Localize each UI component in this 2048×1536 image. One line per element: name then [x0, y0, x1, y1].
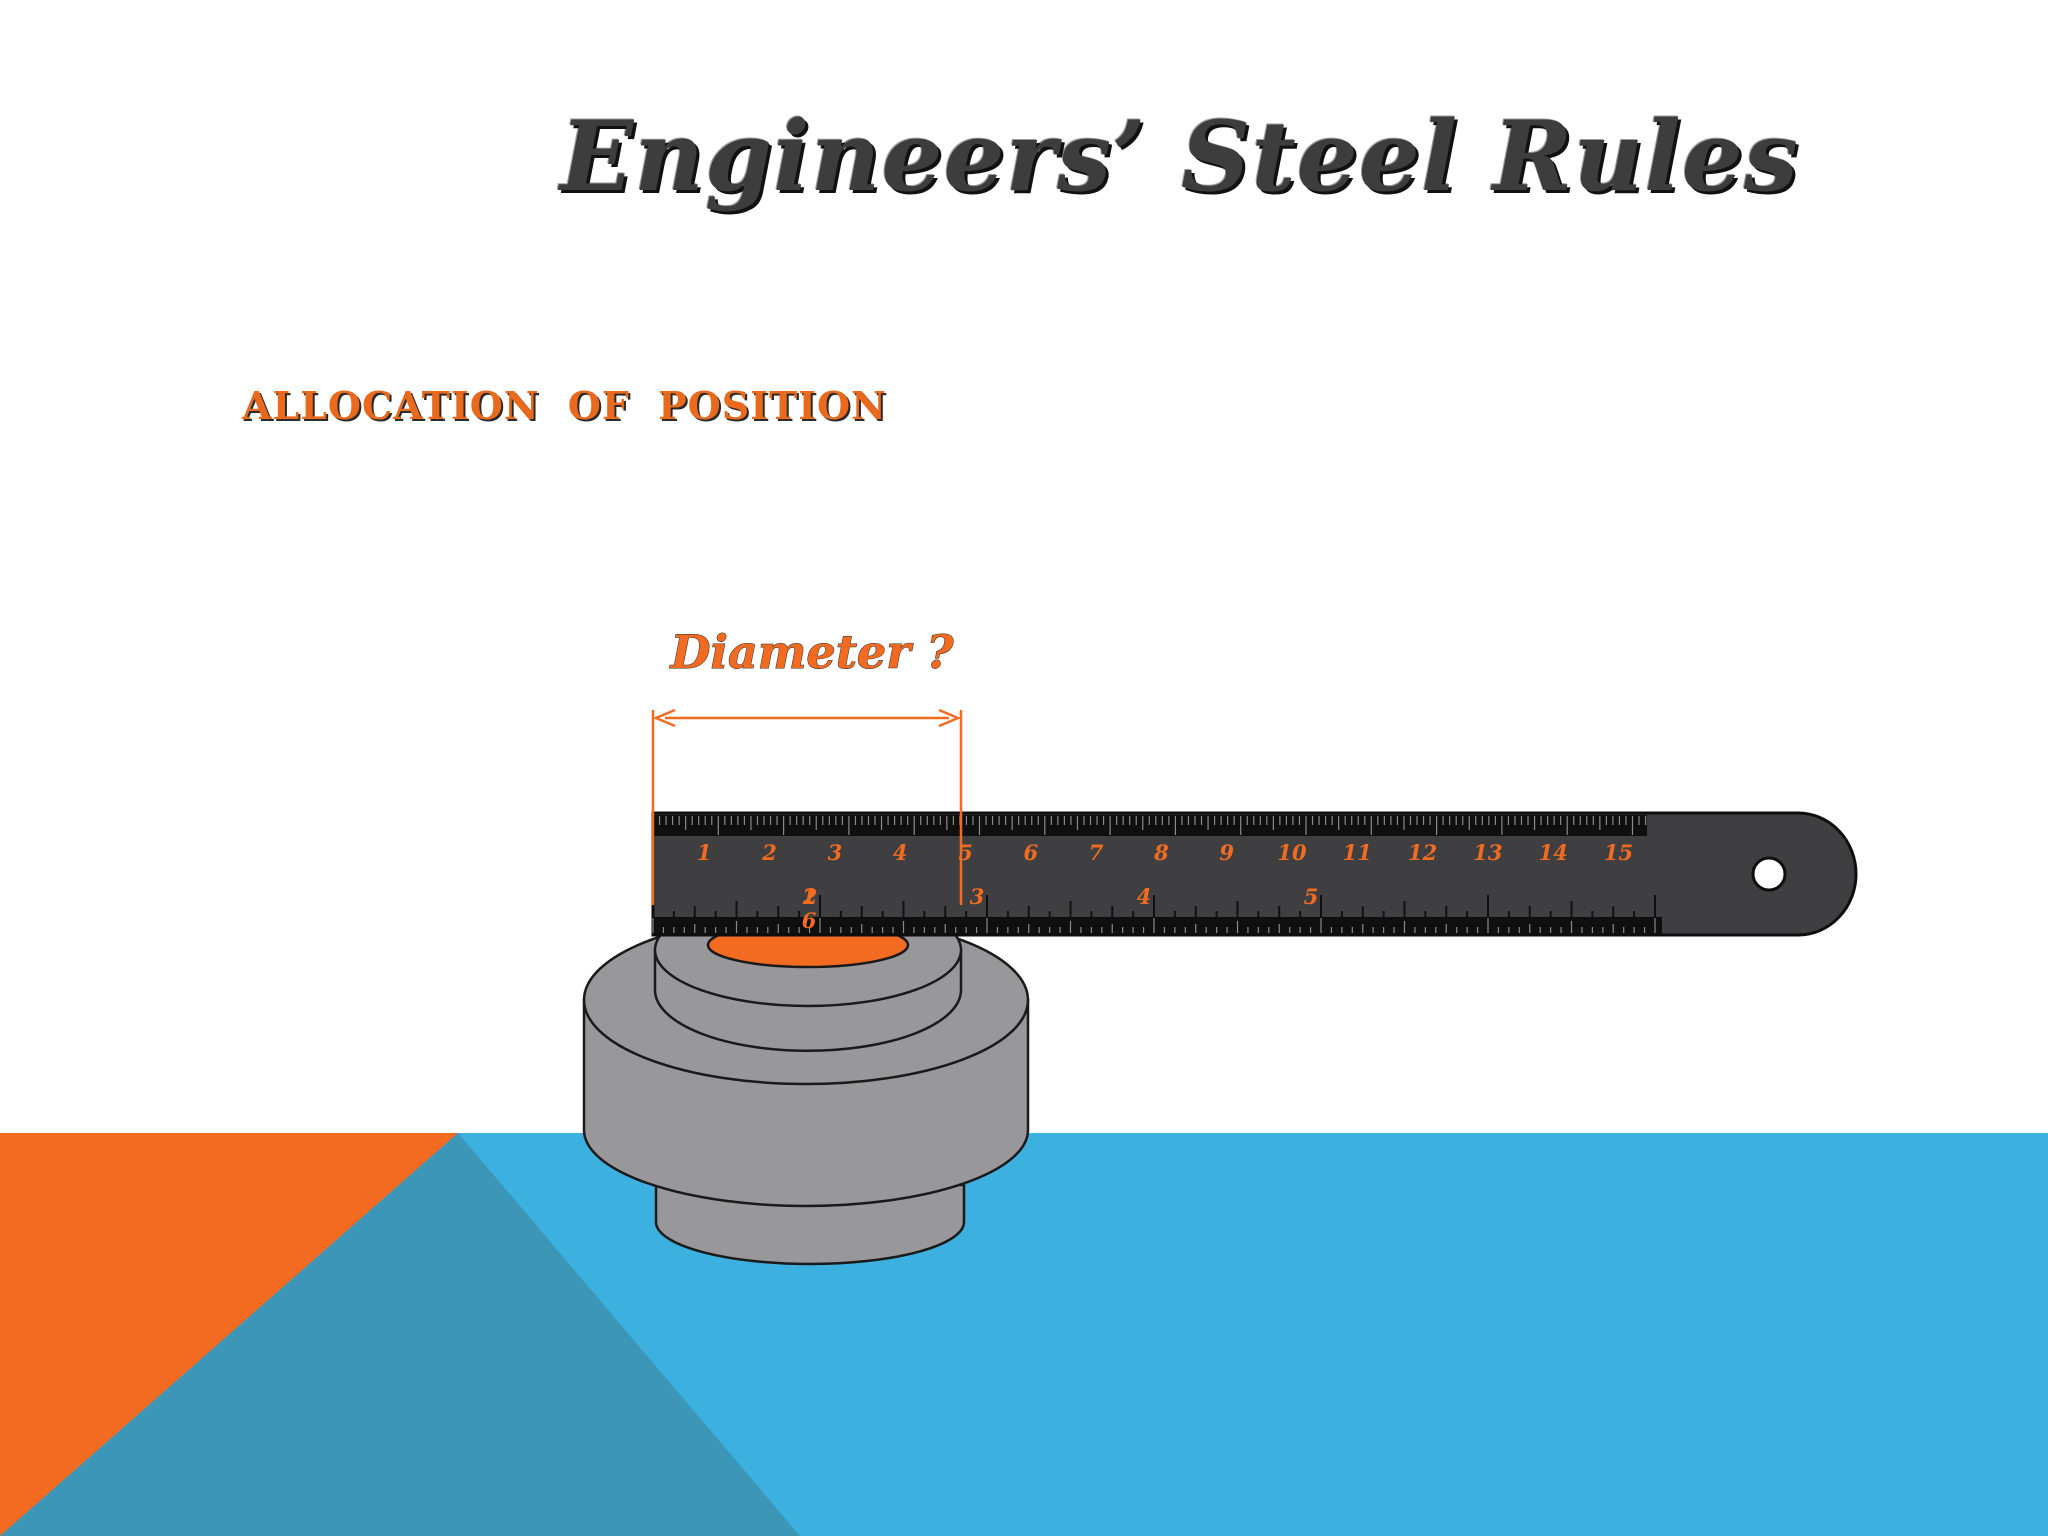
cm-scale-label: 9 — [1219, 840, 1234, 865]
inch-scale-label: 4 — [1137, 884, 1152, 909]
stepped-workpiece — [582, 892, 1030, 1266]
slide-subtitle: ALLOCATION OF POSITION — [242, 383, 887, 428]
arrowhead-left — [652, 708, 676, 728]
arrowhead-right — [938, 708, 962, 728]
cm-scale-label: 3 — [828, 840, 843, 865]
steel-rule-sub-label: 6 — [802, 908, 817, 933]
diameter-label: Diameter ? — [669, 625, 955, 679]
inch-scale-label: 1 — [802, 884, 817, 909]
steel-rule-bottom-scale: 12 3 4 5 — [802, 884, 1319, 909]
cm-scale-label: 8 — [1153, 840, 1169, 865]
cm-scale-label: 7 — [1089, 840, 1104, 865]
cm-scale-label: 15 — [1604, 840, 1633, 865]
steel-rule-body — [651, 811, 1858, 937]
cm-scale-label: 10 — [1277, 840, 1307, 865]
cm-scale-label: 2 — [761, 840, 777, 865]
cm-scale-label: 1 — [697, 840, 712, 865]
cm-scale-label: 6 — [1023, 840, 1038, 865]
steel-rule-bottom-tick-strip — [654, 917, 1662, 934]
steel-rule-inch-ticks — [652, 895, 1656, 917]
cm-scale-label: 11 — [1343, 840, 1372, 865]
steel-rule-top-tick-strip — [654, 815, 1647, 836]
inch-scale-label: 3 — [970, 884, 985, 909]
steel-rule-top-ticks — [652, 816, 1647, 835]
cm-scale-label: 14 — [1539, 840, 1568, 865]
cm-scale-label: 12 — [1408, 840, 1437, 865]
inch-scale-label: 2 — [802, 884, 818, 909]
steel-rule-bottom-ticks — [652, 918, 1656, 933]
inch-scale-label: 5 — [1304, 884, 1319, 909]
diameter-dimension — [651, 708, 963, 905]
cm-scale-label: 4 — [893, 840, 908, 865]
slide-title: Engineers’ Steel Rules — [560, 100, 1799, 213]
cm-scale-label: 13 — [1473, 840, 1502, 865]
teal-corner-triangle — [0, 1133, 800, 1536]
steel-rule-hang-hole — [1751, 856, 1787, 892]
